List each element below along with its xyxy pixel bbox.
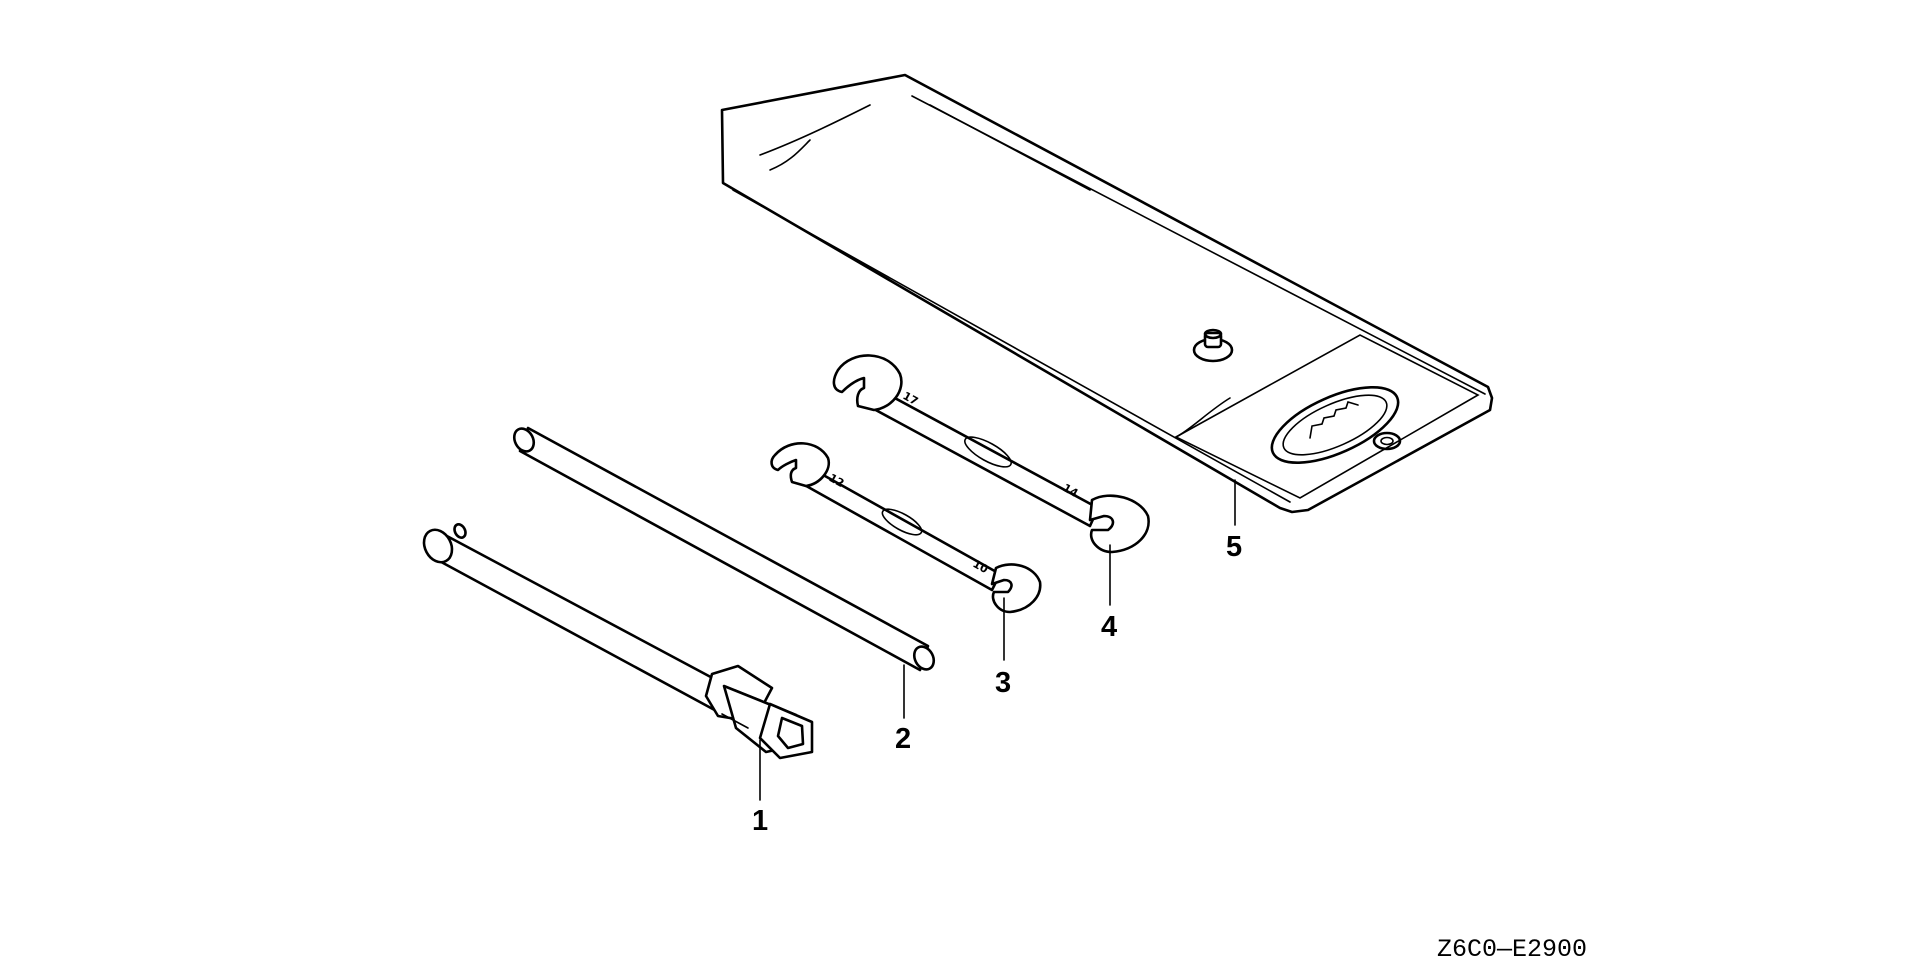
handle-bar	[512, 426, 936, 672]
part-label-2: 2	[895, 723, 911, 755]
plug-wrench	[422, 523, 814, 760]
tool-bag	[720, 73, 1494, 514]
wrench-small: 12 10	[770, 442, 1042, 614]
part-label-1: 1	[752, 805, 768, 837]
part-label-4: 4	[1101, 611, 1117, 643]
part-label-5: 5	[1226, 531, 1242, 563]
part-label-3: 3	[995, 667, 1011, 699]
wrench-large: 17 14	[832, 354, 1150, 554]
wrench-small-mark-12: 12	[827, 471, 847, 490]
wrench-large-mark-17: 17	[901, 389, 921, 408]
leader-lines	[759, 479, 1236, 801]
drawing-code: Z6C0—E2900	[1437, 935, 1587, 959]
